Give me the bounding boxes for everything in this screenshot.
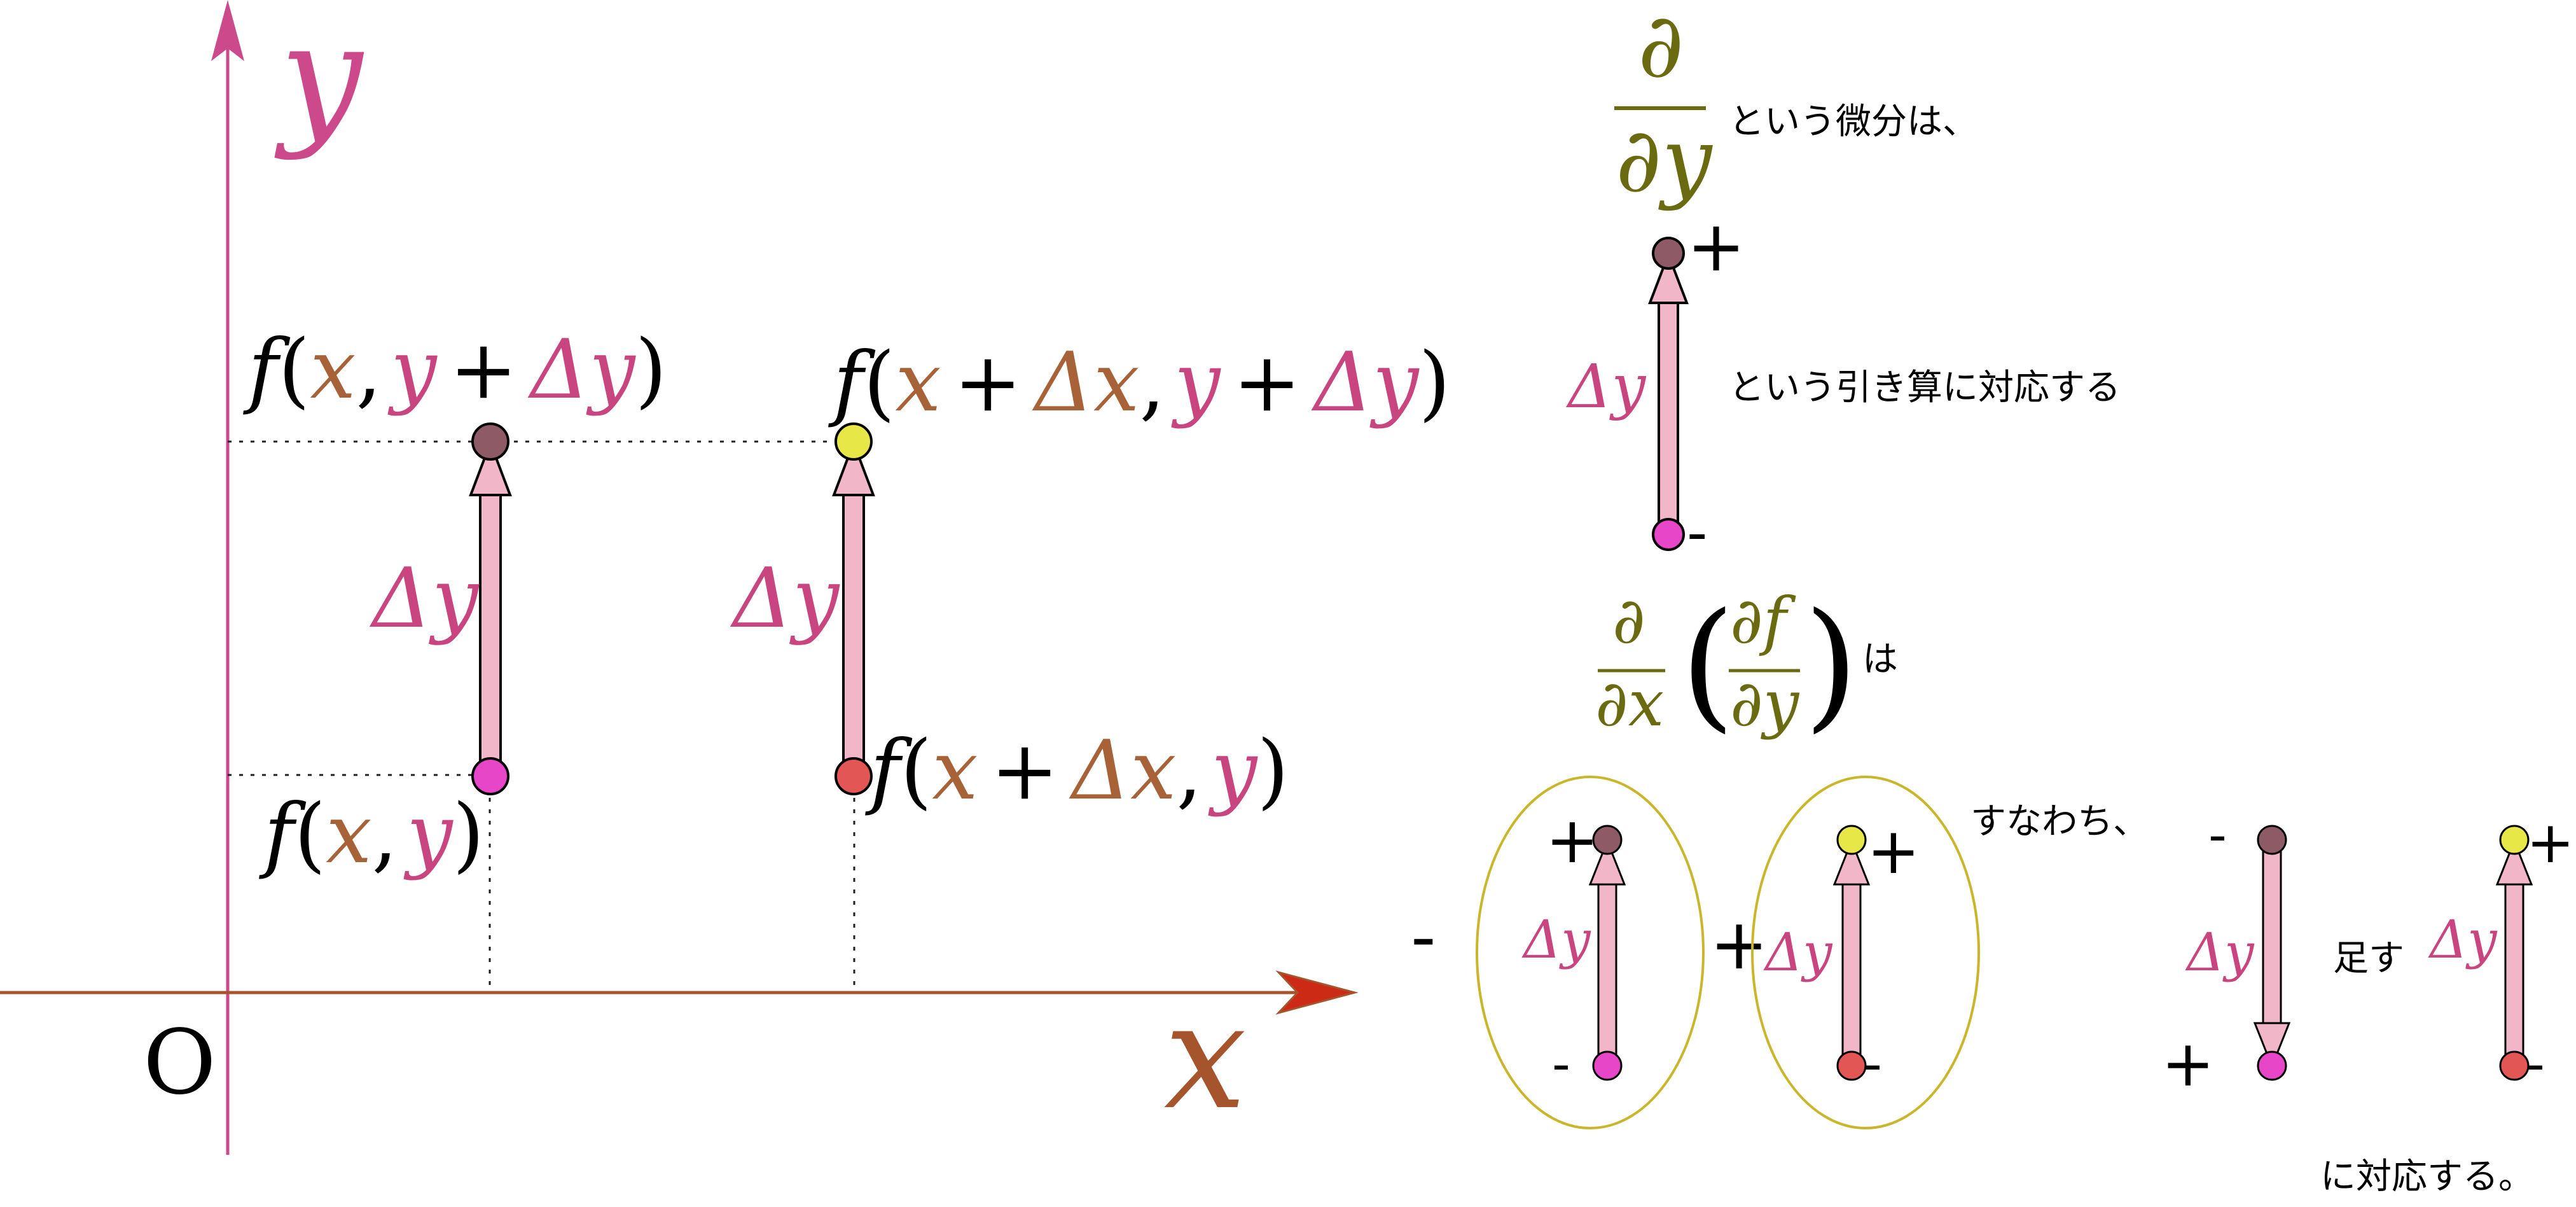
plus-final-top: + [2526, 809, 2574, 876]
svg-text:∂: ∂ [1638, 0, 1684, 98]
paren-close: ) [1804, 583, 1859, 746]
label-f-x-plus-dx-y: f(x+Δx,y) [865, 723, 1289, 818]
ellipse-left [1476, 776, 1705, 1129]
plus-sign-between: + [1710, 904, 1768, 985]
text-line5: 足す [2333, 938, 2404, 979]
dot-top-left [471, 422, 509, 461]
delta-y-arrow-ellipse-right [1832, 838, 1871, 1068]
delta-y-ellipse-left: Δy [1521, 910, 1591, 970]
minus-sign-leading: - [1411, 896, 1436, 977]
operator-d-dx: ∂ ∂x [1595, 583, 1665, 741]
svg-text:∂f: ∂f [1730, 583, 1796, 658]
delta-y-arrow-down [2253, 839, 2291, 1070]
delta-y-label-left: Δy [369, 550, 480, 646]
minus-ellipse-right: - [1864, 1035, 1882, 1094]
delta-y-arrow-small [1648, 251, 1689, 537]
minus-final-bottom: - [2526, 1035, 2545, 1094]
text-line2: という引き算に対応する [1729, 367, 2121, 408]
paren-open: ( [1680, 583, 1735, 746]
y-axis-arrowhead [211, 0, 244, 61]
origin-label: O [143, 1011, 216, 1115]
delta-y-label-small: Δy [1565, 352, 1647, 422]
ellipse-right [1751, 776, 1980, 1129]
operator-d-dy: ∂ ∂y [1614, 0, 1713, 213]
minus-down-top: - [2208, 806, 2227, 865]
dot-final-bottom [2499, 1050, 2530, 1081]
plus-ellipse-right: + [1867, 814, 1920, 888]
text-line6: に対応する。 [2320, 1156, 2534, 1197]
dot-final-top [2499, 825, 2530, 855]
plus-sign-small: + [1687, 206, 1745, 287]
dot-down-top [2257, 825, 2287, 855]
delta-y-ellipse-right: Δy [1763, 923, 1833, 983]
label-f-x-plus-dx-y-plus-dy: f(x+Δx,y+Δy) [828, 335, 1450, 430]
minus-sign-small: - [1687, 499, 1707, 566]
dot-small-bottom [1652, 518, 1685, 551]
dot-bottom-left [471, 757, 509, 795]
svg-text:∂y: ∂y [1730, 666, 1800, 741]
delta-y-down: Δy [2185, 923, 2255, 983]
fraction-df-dy: ∂f ∂y [1729, 583, 1800, 741]
dot-down-bottom [2257, 1050, 2287, 1081]
plus-ellipse-left: + [1546, 803, 1599, 877]
delta-y-arrow-final [2495, 838, 2533, 1068]
text-line1: という微分は、 [1729, 101, 1978, 143]
svg-text:∂: ∂ [1612, 583, 1645, 658]
x-axis-arrowhead [1275, 970, 1359, 1015]
plus-down-bottom: + [2161, 1026, 2215, 1101]
text-line4: すなわち、 [1970, 801, 2149, 842]
x-axis-label: x [1164, 972, 1247, 1142]
dot-bottom-right [834, 757, 873, 795]
y-axis-label: y [274, 0, 364, 162]
dot-ellipse-left-bottom [1592, 1050, 1623, 1081]
svg-text:∂x: ∂x [1595, 666, 1664, 741]
dot-ellipse-left-top [1592, 825, 1623, 855]
delta-y-arrow-right [832, 439, 875, 778]
dot-small-top [1652, 237, 1685, 270]
minus-ellipse-left: - [1552, 1035, 1570, 1094]
dot-ellipse-right-bottom [1836, 1050, 1867, 1081]
delta-y-arrow-ellipse-left [1588, 838, 1626, 1068]
text-line3: は [1862, 639, 1898, 680]
delta-y-label-right: Δy [730, 550, 840, 646]
delta-y-final: Δy [2428, 910, 2498, 970]
delta-y-arrow-left [469, 439, 512, 778]
label-f-x-y: f(x,y) [259, 787, 484, 882]
dot-ellipse-right-top [1836, 825, 1867, 855]
svg-text:∂y: ∂y [1616, 109, 1713, 213]
label-f-x-y-plus-dy: f(x,y+Δy) [243, 323, 667, 417]
dot-top-right [834, 422, 873, 461]
